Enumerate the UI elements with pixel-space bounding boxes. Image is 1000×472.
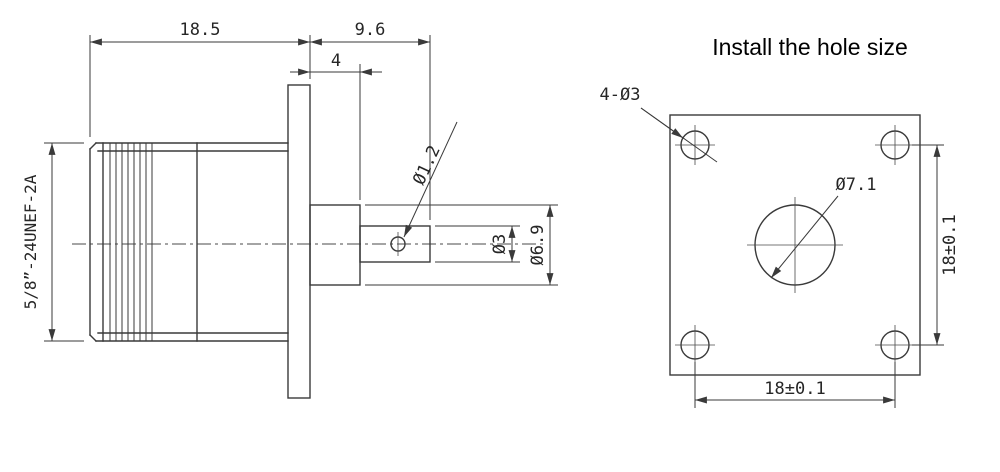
dim-corner-holes: 4-Ø3: [600, 85, 718, 163]
hole-view-title: Install the hole size: [712, 34, 908, 60]
corner-holes-label: 4-Ø3: [600, 85, 641, 105]
center-hole-centermarks: [747, 197, 843, 293]
connector-body-outline: [89, 142, 289, 342]
dim-top-lengths: 18.5 9.6: [89, 20, 431, 220]
horizontal-pitch-label: 18±0.1: [764, 379, 825, 399]
shoulder-cylinder: [309, 204, 361, 286]
dim-pin-hole-label: Ø1.2: [409, 143, 444, 189]
flange-square-outline: [669, 114, 921, 376]
dim-pin-dia-label: Ø3: [490, 234, 510, 254]
dim-vertical-pitch: 18±0.1: [912, 144, 960, 346]
dim-shoulder-dia: Ø6.9: [365, 204, 558, 286]
dim-front-length-label: 9.6: [355, 20, 386, 40]
side-view: 18.5 9.6 4 Ø1.2 Ø3: [21, 20, 558, 399]
dim-thread-spec: 5/8”-24UNEF-2A: [21, 142, 84, 342]
dim-body-length-label: 18.5: [180, 20, 221, 40]
center-hole-label: Ø7.1: [836, 175, 877, 195]
dim-pin-dia: Ø3: [435, 225, 520, 263]
thread-spec-label: 5/8”-24UNEF-2A: [21, 174, 40, 309]
dim-shoulder-dia-label: Ø6.9: [528, 225, 548, 266]
hole-pattern-view: Install the hole size: [600, 34, 960, 408]
corner-hole-centermarks: [675, 125, 915, 365]
flange-outline: [287, 84, 311, 399]
dim-horizontal-pitch: 18±0.1: [694, 362, 896, 408]
pin-block: [359, 225, 431, 263]
dim-shoulder-length-label: 4: [331, 51, 341, 71]
knurl-lines: [109, 143, 153, 341]
vertical-pitch-label: 18±0.1: [940, 214, 960, 275]
dim-center-hole: Ø7.1: [770, 175, 877, 279]
dim-shoulder-length: 4: [290, 51, 382, 200]
